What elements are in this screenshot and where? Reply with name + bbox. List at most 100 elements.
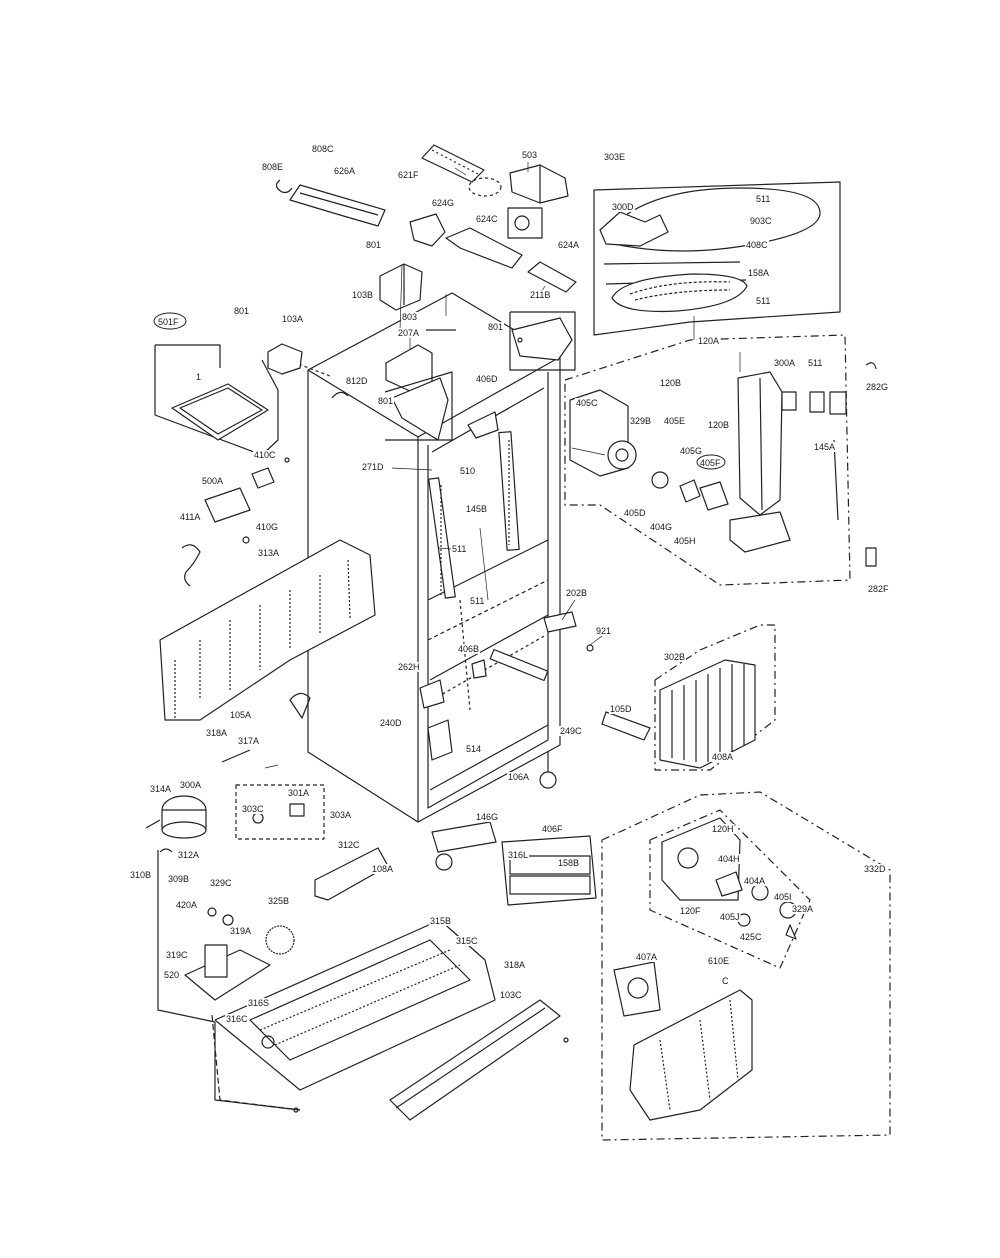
label-backing (361, 462, 386, 472)
compressor-area (145, 784, 496, 1111)
label-158a: 158A (748, 268, 769, 278)
label-314a: 314A (150, 784, 171, 794)
label-249c: 249C (560, 726, 582, 736)
label-405j: 405J (720, 912, 740, 922)
label-103b: 103B (352, 290, 373, 300)
label-318a: 318A (206, 728, 227, 738)
label-backing (255, 522, 280, 532)
label-405e: 405E (664, 416, 685, 426)
label-backing (673, 536, 697, 546)
label-510: 510 (460, 466, 475, 476)
label-329c: 329C (210, 878, 232, 888)
label-backing (195, 372, 203, 382)
label-158b: 158B (558, 858, 579, 868)
label-backing (529, 290, 552, 300)
label-backing (773, 358, 797, 368)
label-backing (867, 584, 891, 594)
label-410g: 410G (256, 522, 278, 532)
label-backing (719, 912, 741, 922)
label-backing (659, 378, 683, 388)
label-backing (377, 396, 395, 406)
label-backing (431, 198, 456, 208)
label-405c: 405C (576, 398, 598, 408)
label-511e: 511 (808, 358, 822, 368)
label-801b: 801 (234, 306, 249, 316)
label-backing (475, 374, 500, 384)
label-backing (697, 336, 721, 346)
label-303c: 303C (242, 804, 264, 814)
label-backing (743, 876, 767, 886)
label-backing (165, 950, 190, 960)
label-backing (257, 548, 281, 558)
label-backing (333, 166, 357, 176)
label-backing (603, 152, 627, 162)
label-backing (175, 900, 199, 910)
left-parts (154, 344, 376, 763)
label-backing (679, 906, 703, 916)
label-backing (129, 870, 153, 880)
label-backing (503, 960, 527, 970)
label-316c: 316C (226, 1014, 248, 1024)
label-120a: 120A (698, 336, 719, 346)
label-120h: 120H (712, 824, 734, 834)
label-103a: 103A (282, 314, 303, 324)
label-303e: 303E (604, 152, 625, 162)
label-302b: 302B (664, 652, 685, 662)
label-backing (457, 644, 481, 654)
top-parts (267, 144, 577, 375)
label-backing (397, 662, 421, 672)
label-backing (745, 240, 770, 250)
label-103c: 103C (500, 990, 522, 1000)
label-backing (475, 812, 500, 822)
label-624g: 624G (432, 198, 454, 208)
label-325b: 325B (268, 896, 289, 906)
label-backing (241, 804, 266, 814)
label-514: 514 (466, 744, 481, 754)
label-501f-circle: 501F (153, 312, 187, 330)
label-405d: 405D (624, 508, 646, 518)
label-backing (865, 382, 890, 392)
leader-lines (264, 162, 741, 769)
label-backing (229, 710, 253, 720)
label-backing (465, 504, 489, 514)
label-405f: 405F (700, 458, 721, 468)
label-120f: 120F (680, 906, 701, 916)
label-503: 503 (522, 150, 537, 160)
label-backing (429, 916, 453, 926)
label-backing (717, 854, 741, 864)
label-211b: 211B (530, 290, 550, 300)
label-282g: 282G (866, 382, 888, 392)
evaporator-302b (654, 624, 776, 771)
label-511c: 511 (452, 544, 466, 554)
label-801d: 801 (378, 396, 393, 406)
label-108a: 108A (372, 864, 393, 874)
label-backing (351, 290, 375, 300)
label-backing (629, 416, 653, 426)
label-106a: 106A (508, 772, 529, 782)
label-329a: 329A (792, 904, 813, 914)
label-backing (679, 446, 704, 456)
label-backing (721, 976, 730, 986)
label-backing (559, 726, 584, 736)
label-backing (177, 850, 201, 860)
label-808e: 808E (262, 162, 283, 172)
label-145b: 145B (466, 504, 487, 514)
label-408c: 408C (746, 240, 768, 250)
label-405i: 405I (774, 892, 792, 902)
label-105d: 105D (610, 704, 632, 714)
label-backing (749, 216, 774, 226)
label-262h: 262H (398, 662, 420, 672)
fan-parts (569, 362, 877, 567)
label-332d: 332D (864, 864, 886, 874)
part-group-303e (593, 181, 841, 336)
label-406b: 406B (458, 644, 479, 654)
label-backing (475, 214, 500, 224)
label-backing (663, 416, 687, 426)
label-backing (229, 926, 253, 936)
label-803: 803 (402, 312, 417, 322)
label-207a: 207A (398, 328, 419, 338)
label-backing (401, 312, 419, 322)
label-309b: 309B (168, 874, 189, 884)
label-backing (455, 936, 480, 946)
label-backing (465, 744, 483, 754)
